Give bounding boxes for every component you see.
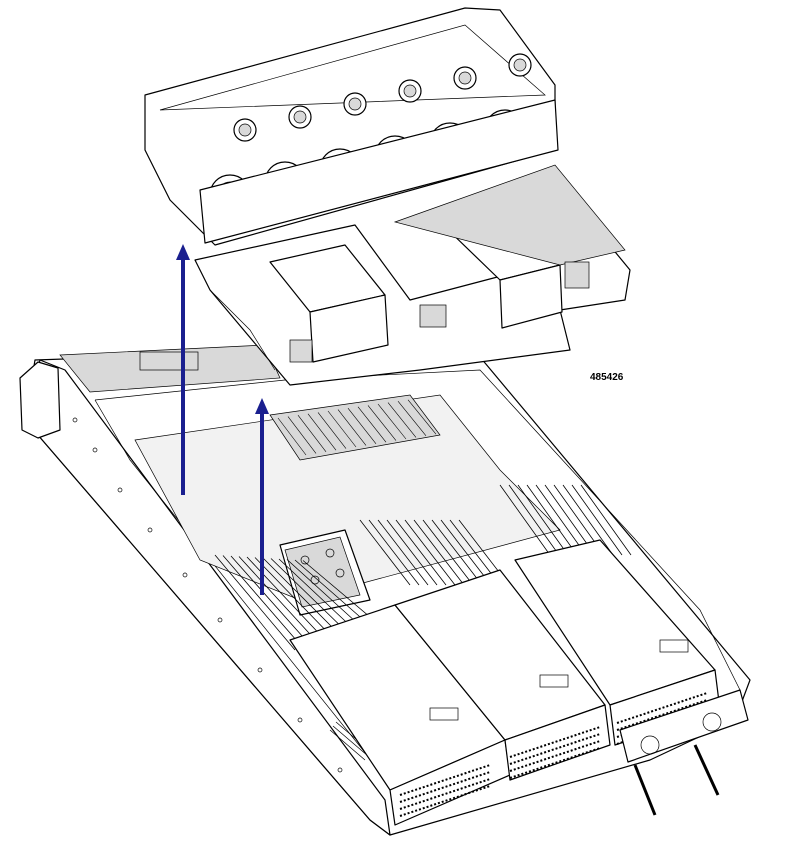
fan-hub-icon	[458, 71, 472, 85]
dimm-slot	[254, 557, 336, 641]
dimm-slot	[535, 484, 587, 556]
fan-hub-icon	[403, 84, 417, 98]
cpu-heatsink-front	[279, 529, 371, 616]
dimm-slot	[562, 484, 614, 556]
dimm-slot	[386, 519, 438, 586]
lift-fan-tray-arrow	[176, 244, 190, 495]
dimm-slot	[214, 554, 296, 651]
fan-hub-icon	[293, 110, 307, 124]
fan-hub-icon	[513, 58, 527, 72]
dimm-slot	[508, 484, 560, 556]
dimm-slot	[526, 484, 578, 556]
dimm-slot	[238, 556, 320, 645]
dimm-slot	[440, 519, 492, 586]
dimm-slot	[571, 484, 623, 556]
dimm-slot	[517, 484, 569, 556]
dimm-slot	[230, 555, 312, 647]
lift-air-duct-arrow	[255, 398, 269, 595]
dimm-slot	[359, 519, 411, 586]
dimm-slot	[404, 519, 456, 586]
fan-hub-icon	[238, 123, 252, 137]
server-chassis	[19, 344, 751, 836]
dimm-slot	[368, 519, 420, 586]
air-duct	[194, 164, 631, 386]
dimm-slot	[580, 484, 632, 556]
cpu-heatsink-rear	[269, 394, 441, 461]
riser-cage-2	[394, 569, 611, 781]
dimm-slot	[422, 519, 474, 586]
dimm-slot	[222, 555, 304, 649]
dimm-slot	[262, 557, 344, 639]
dimm-slot	[270, 558, 352, 637]
power-supplies	[619, 689, 749, 816]
dimm-slot	[431, 519, 483, 586]
dimm-slot	[499, 484, 551, 556]
part-number-label: 485426	[590, 372, 624, 383]
dimm-slot	[413, 519, 465, 586]
fan-hub-icon	[348, 97, 362, 111]
dimm-slot	[395, 519, 447, 586]
dimm-slot	[377, 519, 429, 586]
fan-tray	[144, 7, 559, 246]
